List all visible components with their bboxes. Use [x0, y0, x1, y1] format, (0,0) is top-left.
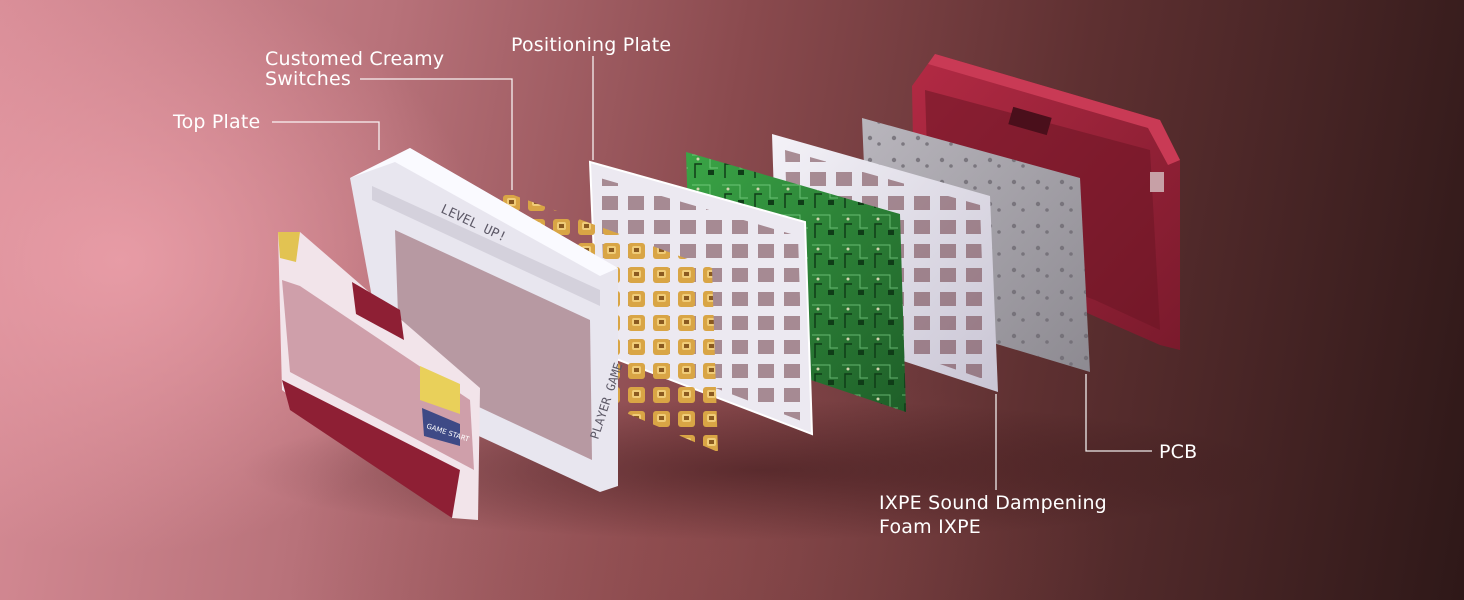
keycaps: GAME START [278, 232, 480, 520]
label-positioning-plate: Positioning Plate [511, 34, 672, 56]
label-foam-line2: Foam IXPE [879, 516, 981, 538]
label-switches-line2: Switches [265, 68, 352, 90]
leader-switches [360, 78, 513, 190]
leader-top-plate [272, 121, 380, 150]
leader-pcb [1085, 374, 1152, 452]
label-top-plate: Top Plate [173, 111, 261, 133]
label-pcb: PCB [1159, 441, 1198, 463]
label-switches-line1: Customed Creamy [265, 48, 445, 70]
label-foam-line1: IXPE Sound Dampening [879, 492, 1107, 514]
